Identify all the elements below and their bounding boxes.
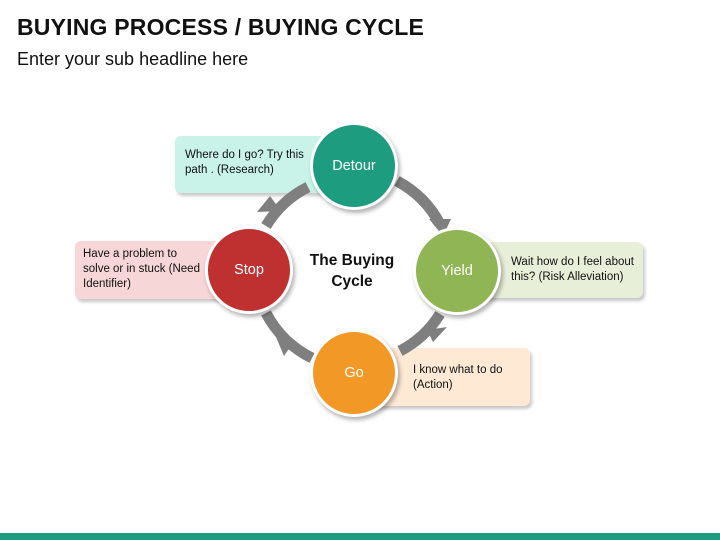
yield-note-line: Wait how do I feel about (511, 256, 634, 268)
stop-label: Stop (234, 262, 264, 278)
go-note-line: (Action) (413, 379, 453, 391)
yield-node: Yield (413, 227, 501, 315)
arrow-head-detour-to-yield (429, 219, 451, 236)
arrow-detour-to-yield (394, 176, 445, 227)
arrow-go-to-stop (261, 310, 315, 363)
footer-bar (0, 533, 720, 540)
cycle-center-line: The Buying (309, 252, 395, 269)
page-subtitle: Enter your sub headline here (17, 49, 249, 69)
detour-note-line: path . (Research) (185, 164, 274, 176)
go-note-line: I know what to do (413, 364, 503, 376)
detour-note: Where do I go? Try this path . (Research… (175, 136, 353, 193)
arrow-yield-to-go (397, 310, 445, 356)
arrow-stop-to-detour (261, 182, 311, 229)
yield-note-line: this? (Risk Alleviation) (511, 271, 624, 283)
detour-label: Detour (332, 158, 376, 174)
cycle-center-line: Cycle (331, 273, 373, 290)
detour-note-line: Where do I go? Try this (185, 149, 304, 161)
go-node: Go (310, 329, 398, 417)
arrow-head-stop-to-detour (257, 196, 281, 212)
page-title: BUYING PROCESS / BUYING CYCLE (17, 14, 425, 40)
arrow-head-go-to-stop (276, 337, 295, 356)
stop-node: Stop (205, 226, 293, 314)
cycle-center-title: The Buying Cycle (290, 250, 414, 292)
yield-label: Yield (441, 263, 473, 279)
detour-node: Detour (310, 122, 398, 210)
stop-note-line: Have a problem to (83, 248, 177, 260)
go-label: Go (344, 365, 364, 381)
stop-note-line: solve or in stuck (Need (83, 263, 200, 275)
arrow-head-yield-to-go (427, 327, 447, 342)
stop-note-line: Identifier) (83, 278, 131, 290)
